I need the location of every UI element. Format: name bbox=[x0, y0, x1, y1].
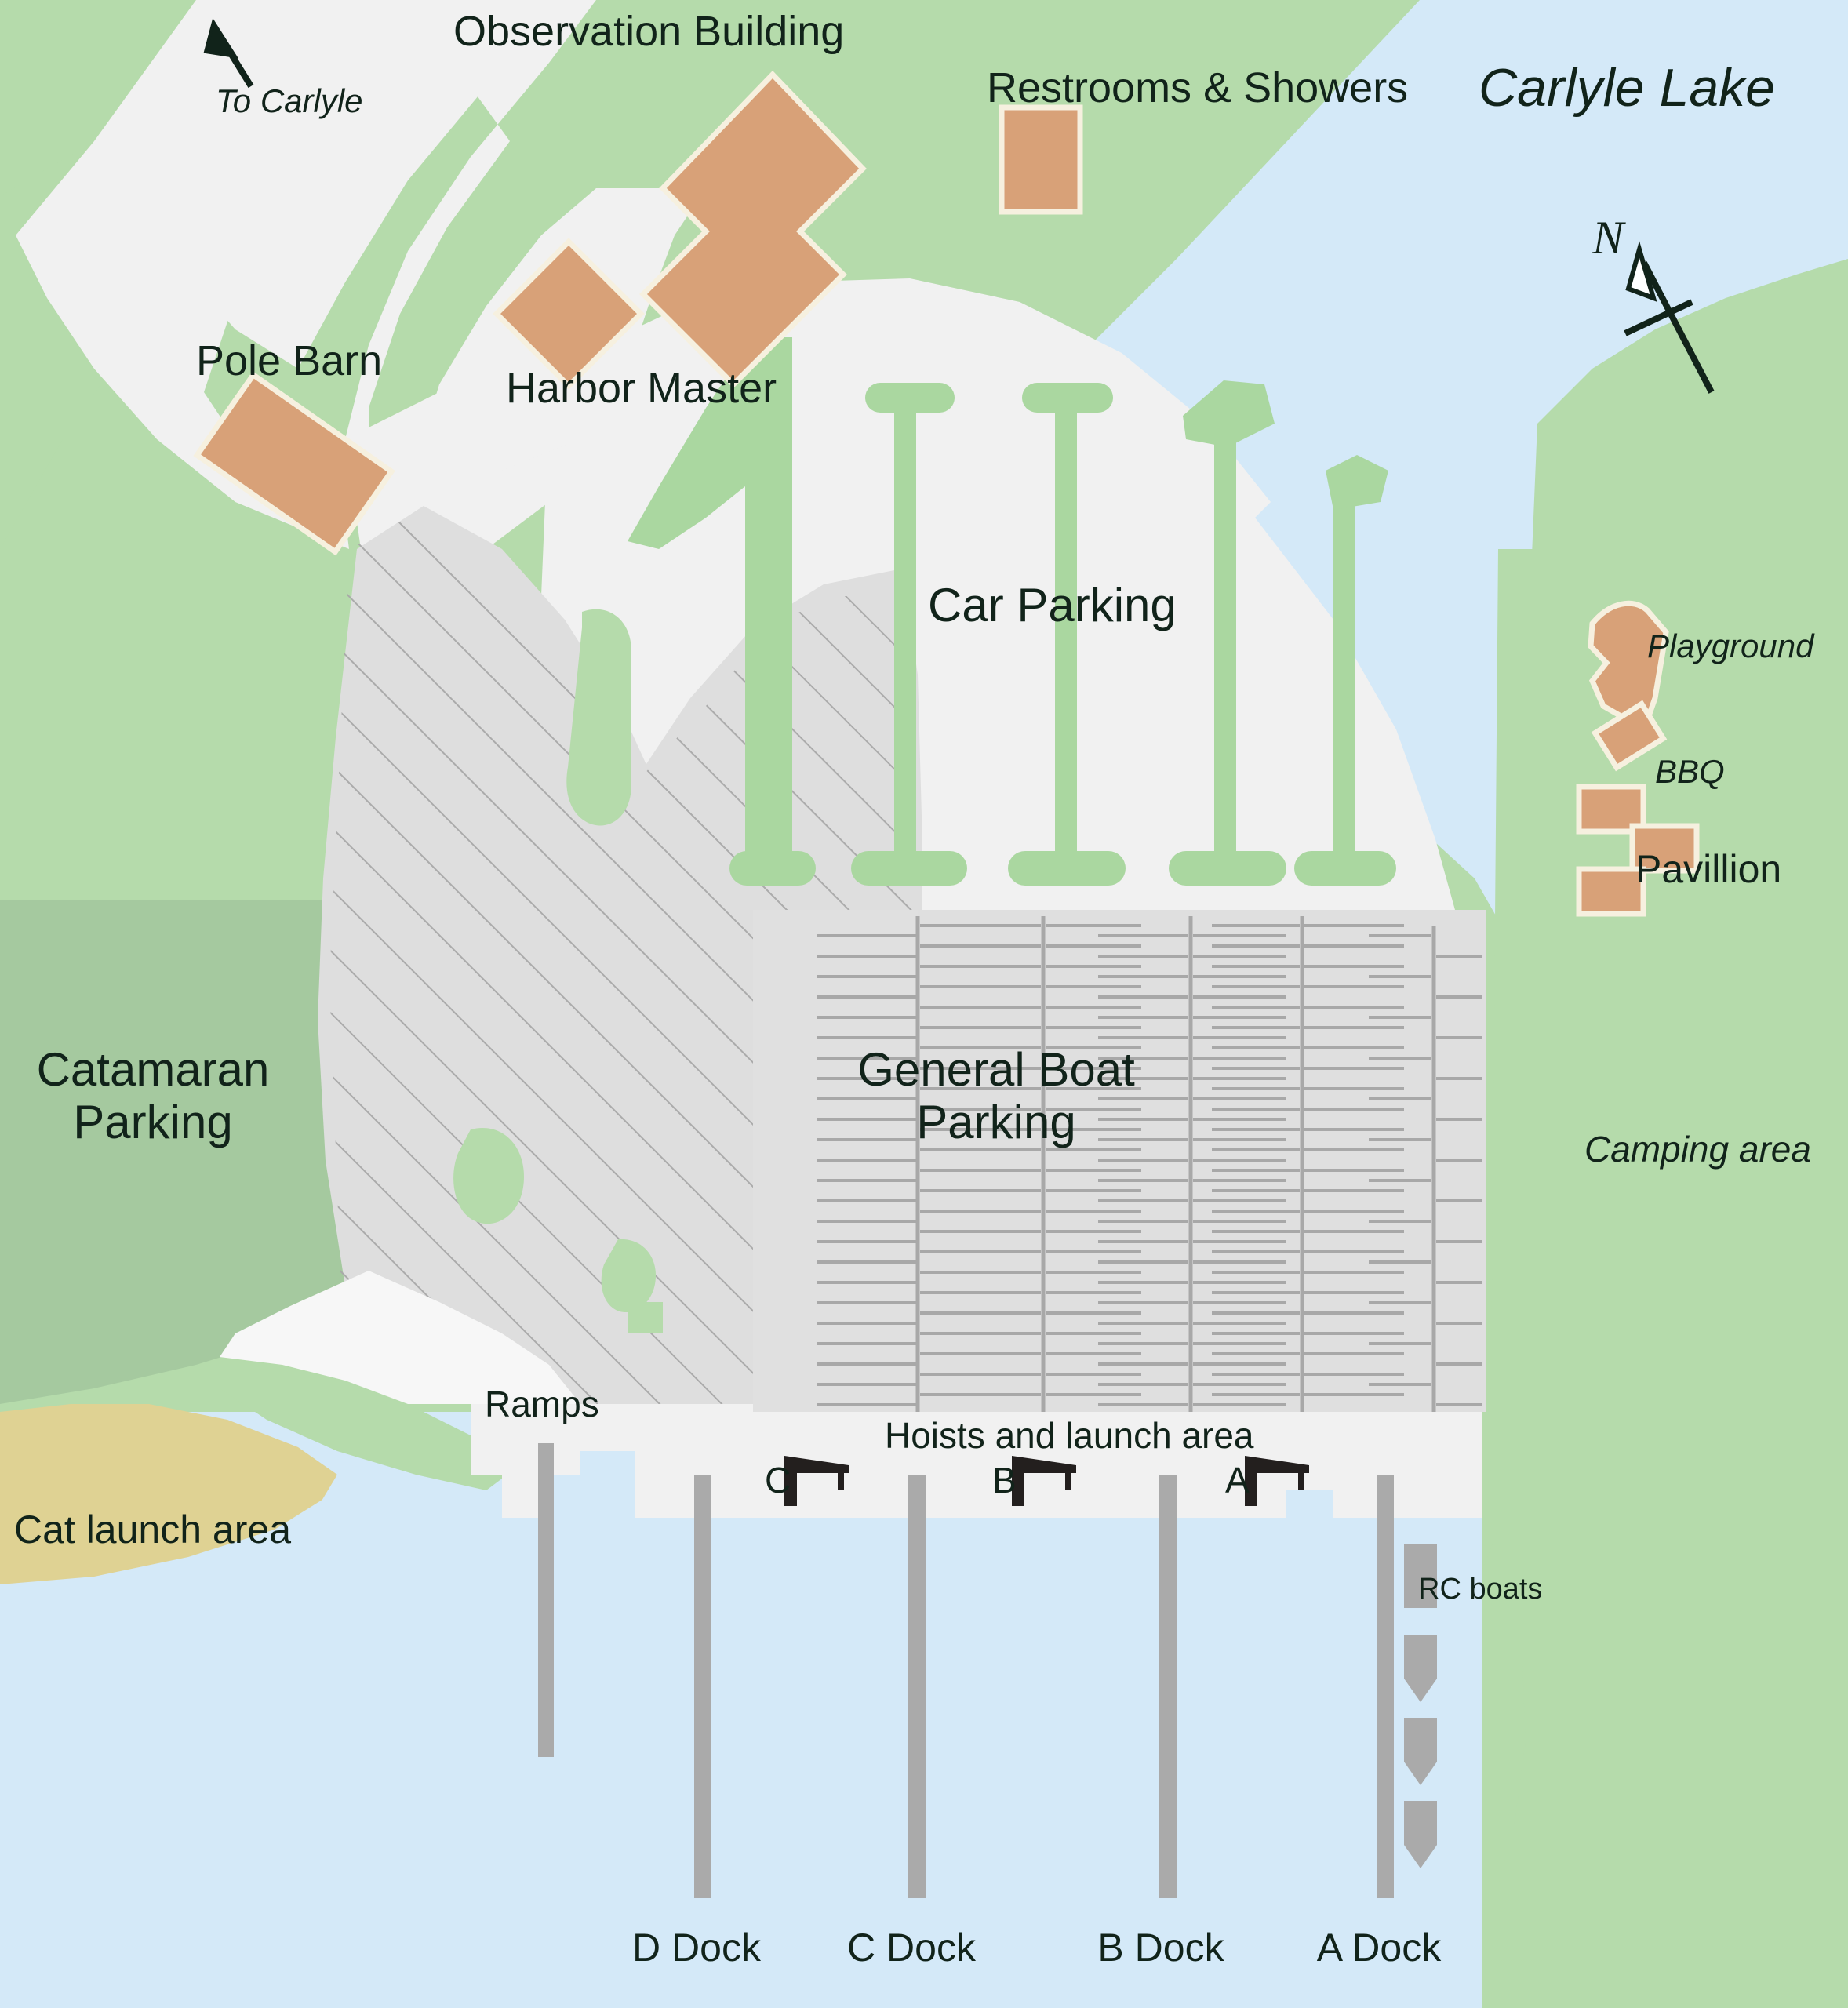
rc-boat-3 bbox=[1404, 1801, 1437, 1868]
docks bbox=[538, 1443, 1437, 1898]
hoist-icons bbox=[784, 1456, 1309, 1506]
hoist-icon-a bbox=[1245, 1456, 1309, 1506]
rc-boat-1 bbox=[1404, 1635, 1437, 1702]
pavement-ramp-approach bbox=[220, 1271, 580, 1404]
building-playground bbox=[1588, 600, 1669, 734]
building-pavillion-3 bbox=[1576, 866, 1646, 917]
buildings bbox=[193, 70, 1700, 917]
rc-boat-2 bbox=[1404, 1718, 1437, 1785]
trailer-stalls-west bbox=[329, 518, 628, 1404]
water-inlet-southwest bbox=[0, 1475, 408, 1651]
building-harbor-master bbox=[493, 238, 645, 390]
hoist-icon-b bbox=[1012, 1456, 1076, 1506]
dock-a-pier bbox=[1377, 1475, 1394, 1898]
slip-rungs bbox=[817, 924, 1482, 1406]
dock-b-pier bbox=[1159, 1475, 1177, 1898]
building-pavillion-2 bbox=[1629, 823, 1700, 874]
island-gravel-bottom-edge bbox=[628, 1302, 663, 1333]
dock-d-pier bbox=[694, 1475, 711, 1898]
building-observation bbox=[639, 70, 867, 388]
dock-c-pier bbox=[908, 1475, 926, 1898]
island-gravel-lower bbox=[601, 1239, 656, 1313]
boat-slip-grid bbox=[753, 910, 1486, 1412]
building-pole-barn bbox=[193, 370, 395, 556]
to-carlyle-arrow bbox=[203, 18, 254, 89]
grass-ramp-spit bbox=[220, 1357, 518, 1490]
grass-camping-block bbox=[1490, 549, 1848, 2008]
building-restrooms bbox=[999, 104, 1083, 215]
island-gravel-mid bbox=[453, 1128, 524, 1224]
ramp-pier-left bbox=[538, 1443, 554, 1757]
grass-catamaran-parking bbox=[0, 900, 388, 1404]
road-entry-upper bbox=[141, 0, 549, 369]
car-parking-medians bbox=[628, 337, 1396, 886]
compass-rose bbox=[1624, 241, 1715, 394]
rc-boat-pad bbox=[1404, 1544, 1437, 1608]
building-bbq bbox=[1591, 700, 1668, 772]
ramp-water-slot bbox=[580, 1451, 635, 1522]
hoist-icon-c bbox=[784, 1456, 849, 1506]
island-gravel-upper bbox=[566, 609, 631, 826]
